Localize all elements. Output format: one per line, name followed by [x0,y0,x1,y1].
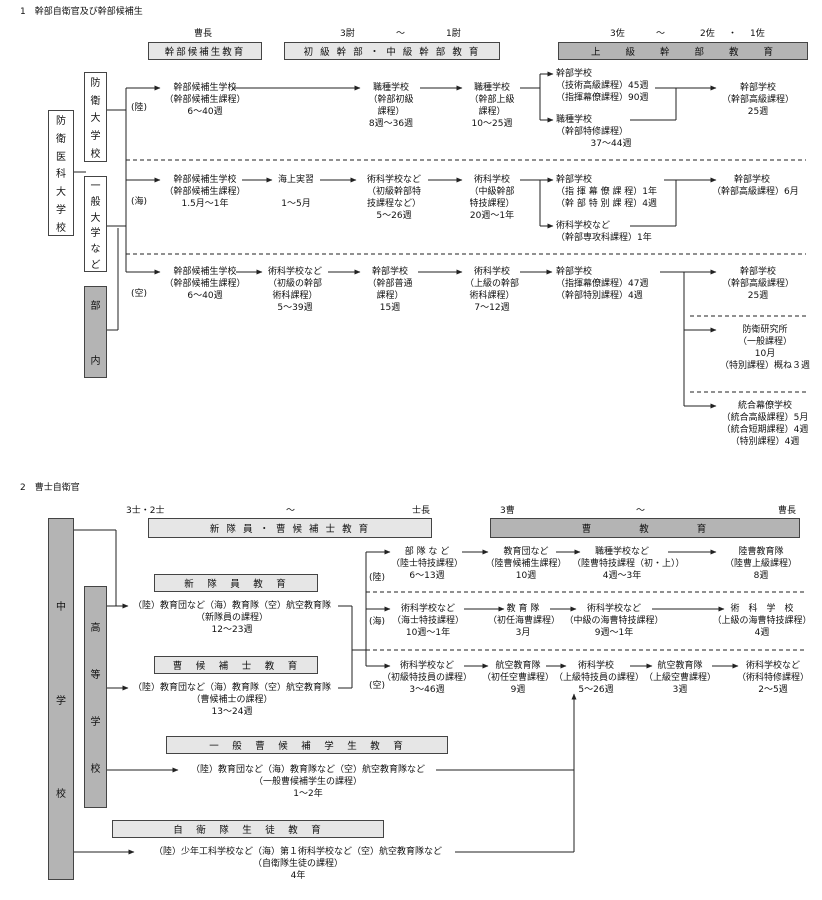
node-rc2: 航空教育隊（初任空曹課程）9週 [481,661,554,695]
node-c3: 幹部学校（幹部普通課程）15週 [367,267,413,313]
node-c4: 術科学校（上級の幹部術科課程）7〜12週 [464,267,519,313]
node-ra4: 陸曹教育隊（陸曹上級課程）8週 [724,547,797,581]
node-c5: 幹部学校（指揮幕僚課程）47週（幹部特別課程）4週 [556,267,649,301]
node-rb1: 術科学校など（海士特技課程）10週〜1年 [391,604,464,638]
box-chugakko: 中学校 [48,518,74,880]
header-kanbu-kouhosei: 幹部候補生教育 [148,42,262,60]
node-b2: 海上実習 1〜5月 [277,175,314,209]
node-b3: 術科学校など（初級幹部特技課程など）5〜26週 [366,175,421,221]
node-a4: 幹部学校（技術高級課程）45週（指揮幕僚課程）90週 [556,69,649,103]
node-a3: 職種学校（幹部上級課程）10〜25週 [469,83,515,129]
node-rc5: 術科学校など（術科特修課程）2〜5週 [736,661,809,695]
node-b1: 幹部候補生学校（幹部候補生課程）1.5月〜1年 [164,175,246,209]
rank-label: 〜 [656,29,666,39]
node-n1: （陸）教育団など（海）教育隊（空）航空教育隊（新隊員の課程）12〜23週 [132,601,331,635]
box-boei-daigakko: 防衛大学校 [84,72,107,162]
header-jieitai-seito: 自 衛 隊 生 徒 教 育 [112,820,384,838]
box-ippan-daigaku: 一般大学など [84,176,107,272]
node-rc3: 術科学校（上級特技員の課程）5〜26週 [554,661,645,695]
header-jokyu-kanbu: 上 級 幹 部 教 育 [558,42,808,60]
node-a5: 職種学校（幹部特修課程）37〜44週 [556,115,632,149]
box-boei-ika-daigakko: 防衛医科大学校 [48,110,74,236]
branch-tag-riku: (陸) [369,573,386,583]
header-shintaiin-sokouhoshi: 新 隊 員 ・ 曹 候 補 士 教 育 [148,518,432,538]
branch-tag-ku: (空) [369,681,386,691]
branch-tag-kai: (海) [131,197,148,207]
node-c1: 幹部候補生学校（幹部候補生課程）6〜40週 [164,267,246,301]
rank-label: 1佐 [750,29,765,39]
node-b6: 術科学校など（幹部専攻科課程）1年 [556,221,652,243]
section1-title: 1 幹部自衛官及び幹部候補生 [20,7,143,17]
rank-label: 3曹 [500,506,515,516]
rank-label: 2佐 [700,29,715,39]
node-n2: （陸）教育団など（海）教育隊（空）航空教育隊（曹候補士の課程）13〜24週 [132,683,331,717]
node-a1: 幹部候補生学校（幹部候補生課程）6〜40週 [164,83,246,117]
branch-tag-riku: (陸) [131,103,148,113]
rank-label: 〜 [396,29,406,39]
node-b4: 術科学校（中級幹部特技課程）20週〜1年 [469,175,515,221]
rank-label: 士長 [412,506,431,516]
rank-label: ・ [728,29,738,39]
node-n4: （陸）少年工科学校など（海）第１術科学校など（空）航空教育隊など（自衛隊生徒の課… [153,847,442,881]
rank-label: 曹長 [778,506,797,516]
box-butainai: 部内 [84,286,107,378]
rank-label: 3士・2士 [126,506,165,516]
rank-label: 1尉 [446,29,461,39]
header-shokyu-chukyu: 初 級 幹 部 ・ 中 級 幹 部 教 育 [284,42,500,60]
node-rb2: 教 育 隊（初任海曹課程）3月 [488,604,561,638]
node-ra2: 教育団など（陸曹候補生課程）10週 [485,547,567,581]
node-rb4: 術 科 学 校（上級の海曹特技課程）4週 [712,604,812,638]
node-rc4: 航空教育隊（上級空曹課程）3週 [643,661,716,695]
rank-label: 〜 [636,506,646,516]
box-koutougakko: 高等学校 [84,586,107,808]
node-rb3: 術科学校など（中級の海曹特技課程）9週〜1年 [564,604,664,638]
node-ra1: 部 隊 な ど（陸士特技課程）6〜13週 [390,547,463,581]
node-togo-bakuryo: 統合幕僚学校（統合高級課程）5月（統合短期課程）4週（特別課程）4週 [721,401,809,447]
node-boei-kenkyusho: 防衛研究所（一般課程）10月（特別課程）概ね３週 [719,325,810,371]
node-rc1: 術科学校など（初級特技員の課程）3〜46週 [382,661,473,695]
node-n3: （陸）教育団など（海）教育隊など（空）航空教育隊など（一般曹候補学生の課程）1〜… [190,765,425,799]
rank-label: 〜 [286,506,296,516]
node-b7: 幹部学校（幹部高級課程）6月 [712,175,799,197]
node-a6: 幹部学校（幹部高級課程）25週 [721,83,794,117]
rank-label: 3佐 [610,29,625,39]
node-c6: 幹部学校（幹部高級課程）25週 [721,267,794,301]
node-b5: 幹部学校（指 揮 幕 僚 課 程）1年（幹 部 特 別 課 程）4週 [556,175,658,209]
branch-tag-ku: (空) [131,289,148,299]
node-c2: 術科学校など（初級の幹部術科課程）5〜39週 [267,267,322,313]
header-shintaiin: 新 隊 員 教 育 [154,574,318,592]
branch-tag-kai: (海) [369,617,386,627]
header-so-kyoiku: 曹 教 育 [490,518,800,538]
rank-label: 3尉 [340,29,355,39]
node-a2: 職種学校（幹部初級課程）8週〜36週 [368,83,414,129]
header-sokouhoshi: 曹 候 補 士 教 育 [154,656,318,674]
rank-label: 曹長 [194,29,213,39]
header-ippan-so-kouho: 一 般 曹 候 補 学 生 教 育 [166,736,448,754]
node-ra3: 職種学校など（陸曹特技課程（初・上））4週〜3年 [572,547,685,581]
section2-title: 2 曹士自衛官 [20,483,80,493]
